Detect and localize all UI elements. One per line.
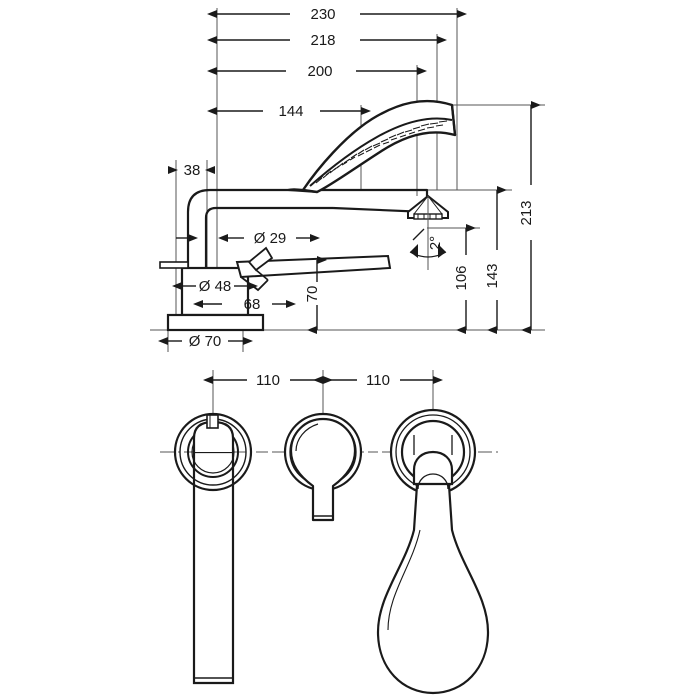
dim-d70-label: Ø 70 <box>189 333 222 350</box>
handshower-elevation <box>287 99 457 194</box>
dim-143-label: 143 <box>484 263 501 288</box>
horizontal-dimension-lines <box>207 10 467 115</box>
diverter-lever <box>235 246 392 292</box>
lever-handle-plan <box>283 412 363 522</box>
dim-230-label: 230 <box>310 6 335 23</box>
dim-d29-label: Ø 29 <box>254 230 287 247</box>
dim-70-label: 70 <box>304 286 321 303</box>
dim-68-label: 68 <box>244 296 261 313</box>
handshower-plan <box>376 408 490 695</box>
dim-110-left-label: 110 <box>256 372 280 389</box>
dim-d48-label: Ø 48 <box>199 278 232 295</box>
dim-218-label: 218 <box>310 32 335 49</box>
dim-144-label: 144 <box>278 103 303 120</box>
dim-213-label: 213 <box>518 200 535 225</box>
spout-plan <box>173 412 253 685</box>
spout-body-outline <box>186 188 429 268</box>
dim-angle-2deg-group: 2° <box>409 196 447 270</box>
dim-2deg-label: 2° <box>427 236 444 250</box>
vertical-dimension-lines <box>456 101 541 334</box>
dim-38-label: 38 <box>184 162 201 179</box>
dim-106-label: 106 <box>453 265 470 290</box>
plan-view-group: 110 110 <box>160 370 500 695</box>
side-elevation-group: 230 218 200 144 38 <box>150 6 545 352</box>
spray-face-texture <box>315 120 448 184</box>
dim-110-right-label: 110 <box>366 372 390 389</box>
dim-200-label: 200 <box>307 63 332 80</box>
valve-base <box>159 261 265 332</box>
